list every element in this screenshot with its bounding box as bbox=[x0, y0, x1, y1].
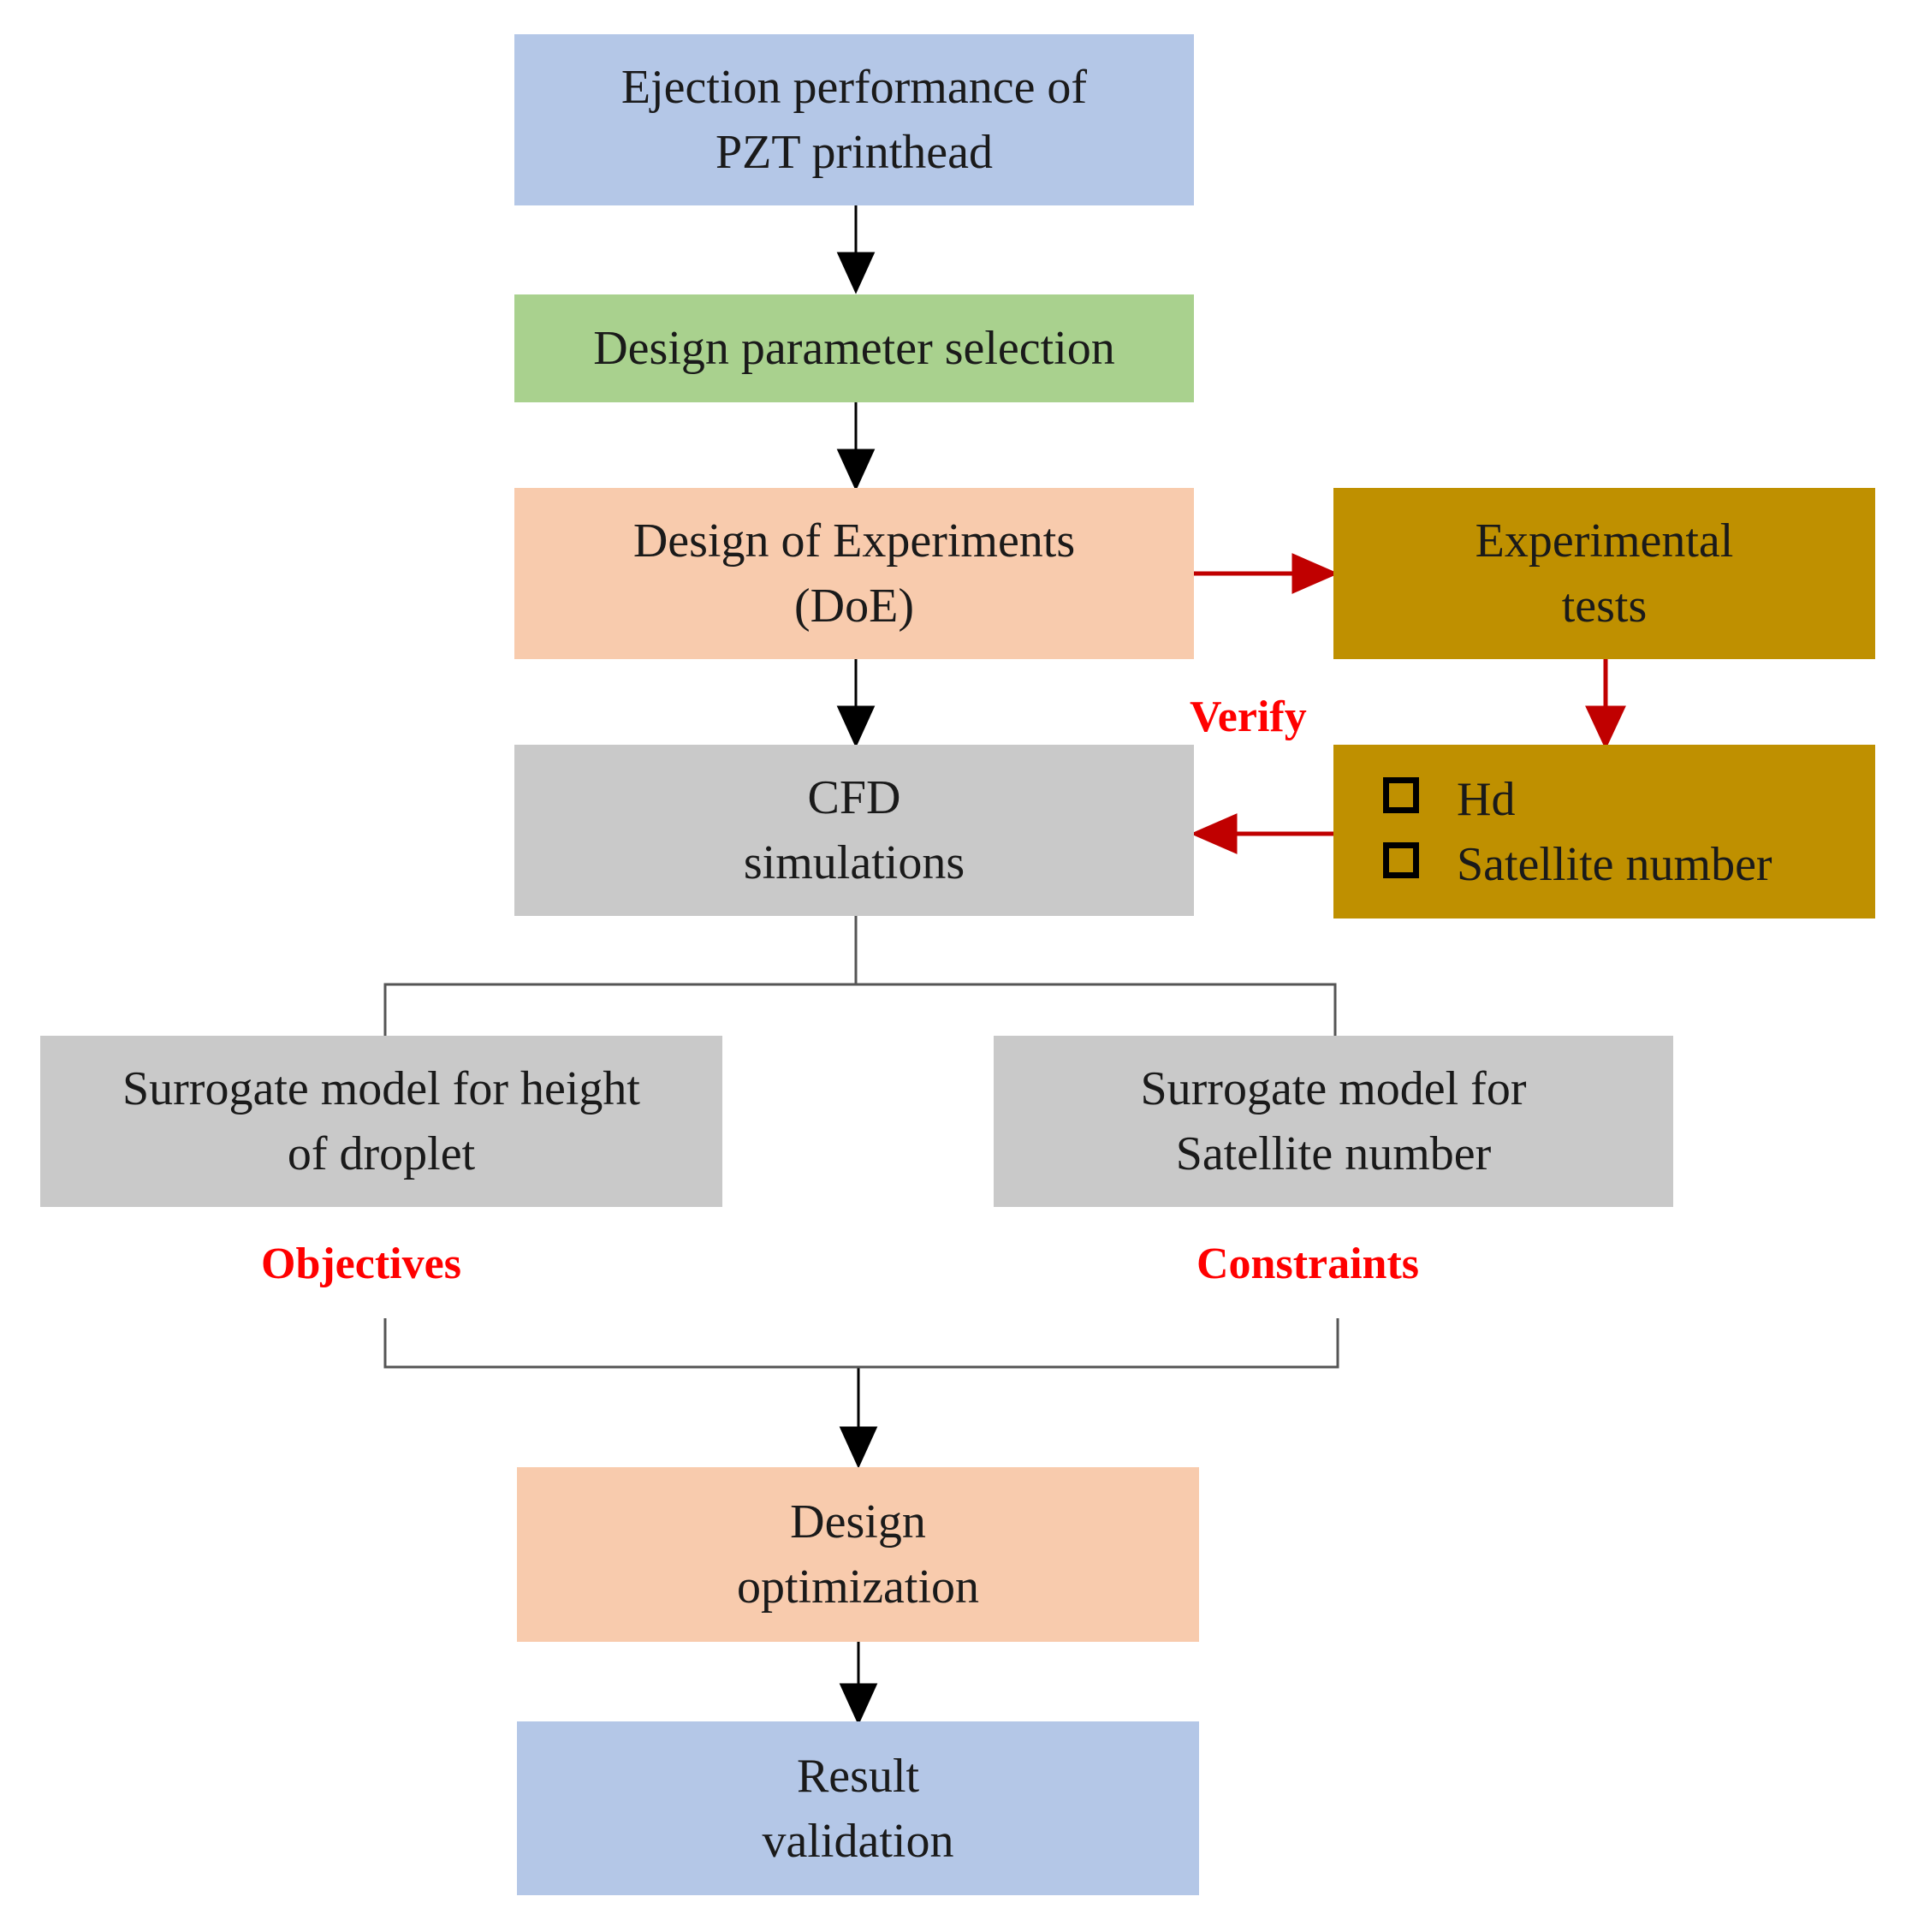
design-optimization-box: Design optimization bbox=[517, 1467, 1199, 1642]
merge-bracket bbox=[383, 1318, 1339, 1369]
design-parameter-box: Design parameter selection bbox=[514, 294, 1194, 402]
surrogate-satellite-line-2: Satellite number bbox=[1175, 1127, 1492, 1180]
verify-label: Verify bbox=[1190, 693, 1307, 741]
result-line-1: Result bbox=[796, 1749, 920, 1803]
result-line-2: validation bbox=[762, 1814, 954, 1868]
checkbox-square-icon bbox=[1383, 841, 1419, 878]
design-opt-line-1: Design bbox=[790, 1495, 926, 1549]
doe-line-2: (DoE) bbox=[794, 580, 914, 633]
doe-box: Design of Experiments (DoE) bbox=[514, 488, 1194, 659]
experimental-line-2: tests bbox=[1561, 580, 1648, 633]
split-bracket bbox=[383, 916, 858, 1036]
surrogate-height-line-2: of droplet bbox=[287, 1127, 476, 1180]
surrogate-satellite-box: Surrogate model for Satellite number bbox=[994, 1036, 1673, 1207]
checkbox-square-icon bbox=[1383, 776, 1419, 813]
surrogate-height-line-1: Surrogate model for height bbox=[122, 1062, 640, 1115]
experimental-tests-box: Experimental tests bbox=[1333, 488, 1875, 659]
ejection-line-1: Ejection performance of bbox=[620, 61, 1088, 114]
objectives-label: Objectives bbox=[261, 1239, 461, 1288]
cfd-box: CFD simulations bbox=[514, 745, 1194, 916]
constraints-label: Constraints bbox=[1196, 1239, 1420, 1288]
measures-box: Hd Satellite number bbox=[1333, 745, 1875, 918]
measure-hd: Hd bbox=[1457, 772, 1516, 826]
experimental-line-1: Experimental bbox=[1475, 514, 1734, 568]
result-validation-box: Result validation bbox=[517, 1721, 1199, 1895]
cfd-line-2: simulations bbox=[743, 836, 965, 889]
measure-item: Satellite number bbox=[1383, 832, 1772, 897]
measure-item: Hd bbox=[1383, 767, 1772, 832]
doe-line-1: Design of Experiments bbox=[632, 514, 1076, 568]
surrogate-height-box: Surrogate model for height of droplet bbox=[40, 1036, 722, 1207]
ejection-performance-box: Ejection performance of PZT printhead bbox=[514, 34, 1194, 205]
surrogate-satellite-line-1: Surrogate model for bbox=[1140, 1062, 1527, 1115]
cfd-line-1: CFD bbox=[807, 771, 901, 824]
design-opt-line-2: optimization bbox=[736, 1560, 980, 1614]
ejection-line-2: PZT printhead bbox=[715, 126, 994, 179]
measure-satellite: Satellite number bbox=[1457, 837, 1772, 891]
measures-list: Hd Satellite number bbox=[1333, 767, 1772, 897]
design-parameter-label: Design parameter selection bbox=[593, 322, 1115, 375]
